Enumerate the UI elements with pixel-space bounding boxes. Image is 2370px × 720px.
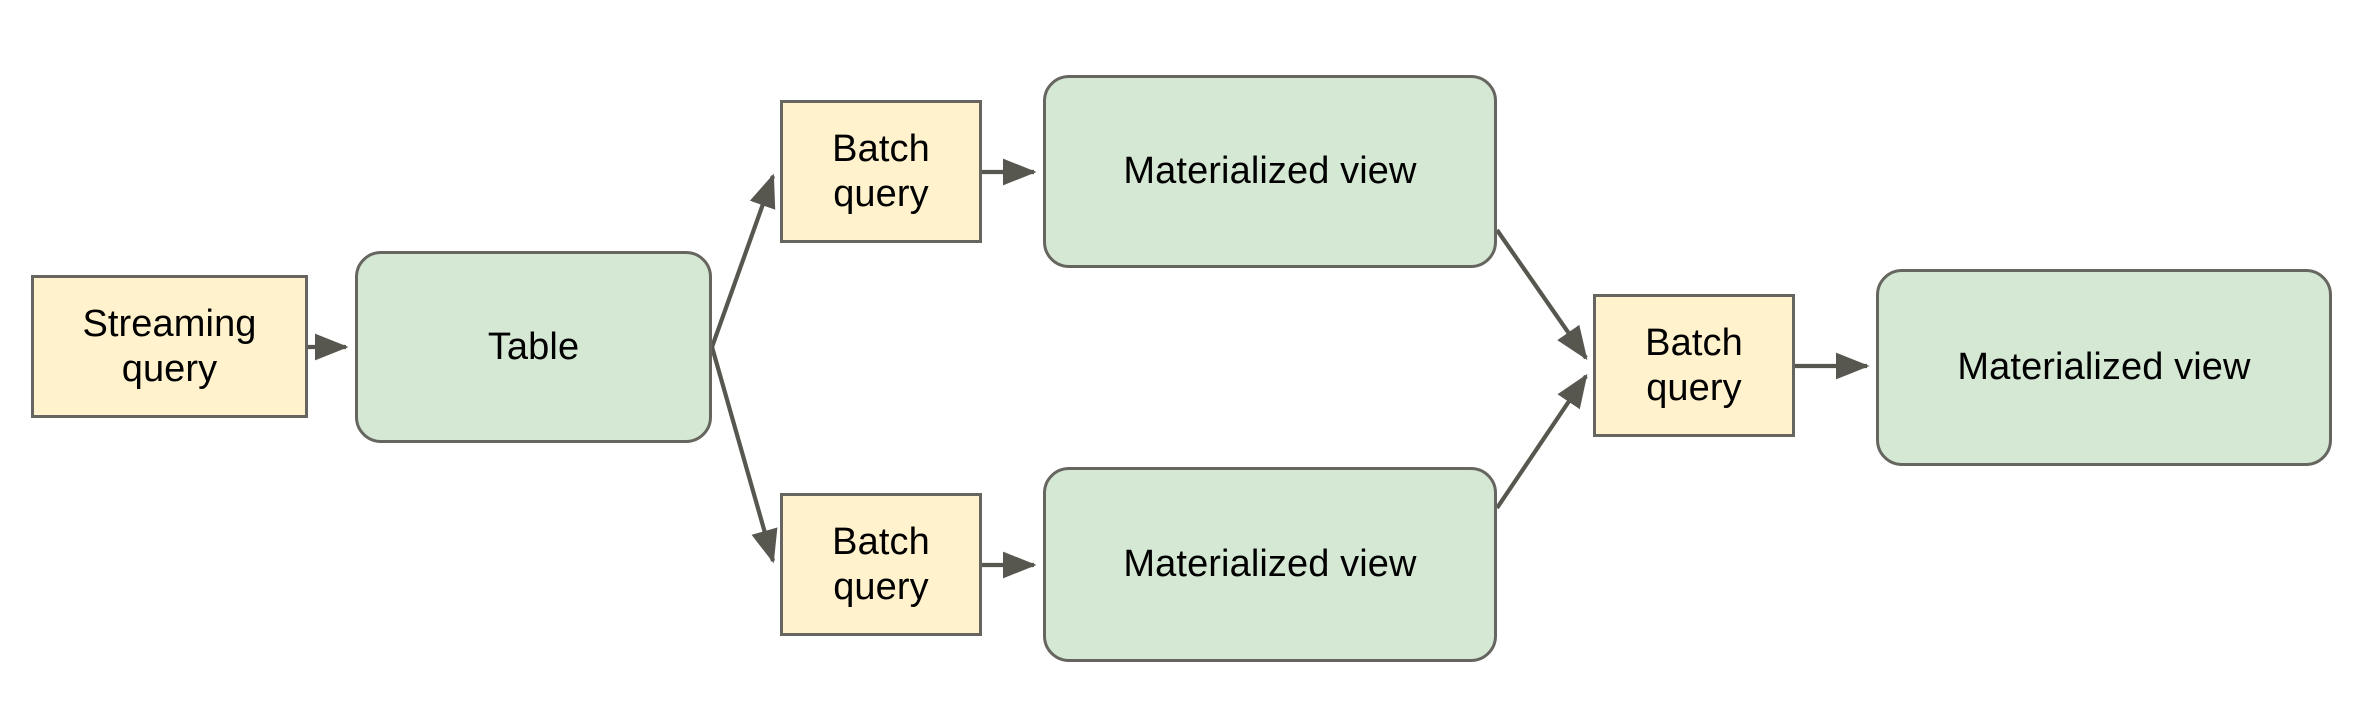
edge-table-to-batch-query-top <box>710 173 776 348</box>
node-batch-query-bottom[interactable]: Batch query <box>780 493 982 636</box>
edge-materialized-view-top-to-batch-query-merge <box>1495 228 1588 361</box>
node-streaming-query[interactable]: Streaming query <box>31 275 308 418</box>
node-label-materialized-view-top: Materialized view <box>1123 150 1417 193</box>
node-label-batch-query-merge: Batch query <box>1645 321 1743 409</box>
node-batch-query-top[interactable]: Batch query <box>780 100 982 243</box>
edge-table-to-batch-query-bottom <box>709 346 778 564</box>
edge-materialized-view-bottom-to-batch-query-merge <box>1495 373 1588 510</box>
node-materialized-view-bottom[interactable]: Materialized view <box>1043 467 1497 662</box>
node-label-batch-query-bottom: Batch query <box>832 520 930 608</box>
node-materialized-view-final[interactable]: Materialized view <box>1876 269 2332 466</box>
node-materialized-view-top[interactable]: Materialized view <box>1043 75 1497 268</box>
node-batch-query-merge[interactable]: Batch query <box>1593 294 1795 437</box>
node-label-table: Table <box>487 325 580 368</box>
node-label-materialized-view-final: Materialized view <box>1957 346 2251 389</box>
node-label-streaming-query: Streaming query <box>82 302 257 390</box>
node-label-materialized-view-bottom: Materialized view <box>1123 543 1417 586</box>
node-label-batch-query-top: Batch query <box>832 127 930 215</box>
node-table[interactable]: Table <box>355 251 712 443</box>
